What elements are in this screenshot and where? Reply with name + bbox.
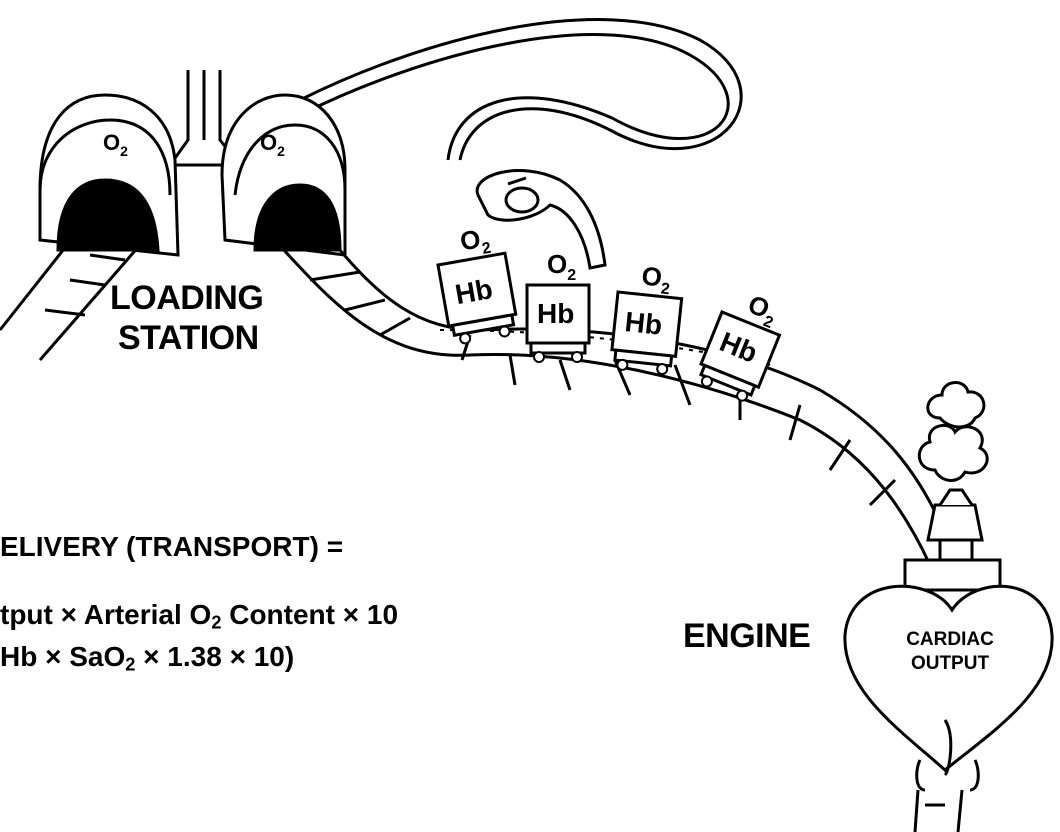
steam-icon [919,383,987,481]
heart-line1: CARDIAC [880,628,1020,652]
car-cargo-label: O2 [458,222,493,262]
car-hb-label: Hb [623,306,663,341]
fuel-hose [300,20,741,160]
lung-left [40,95,178,255]
formula-line2: tput × Arterial O2 Content × 10 [0,598,398,640]
car-cargo-label: O2 [640,260,673,298]
formula-line1: ELIVERY (TRANSPORT) = [0,530,398,564]
formula-line3: Hb × SaO2 × 1.38 × 10) [0,640,398,682]
engine-label: ENGINE [683,616,810,656]
loading-station-line2: STATION [110,318,263,358]
delivery-formula: ELIVERY (TRANSPORT) = tput × Arterial O2… [0,530,398,681]
smoke-stack [928,490,982,565]
lung-right [222,95,345,255]
car-hb-label: Hb [537,298,574,329]
car-hb-label: Hb [453,273,495,310]
loading-station-line1: LOADING [110,278,263,318]
loading-station-label: LOADING STATION [110,278,263,358]
car-cargo-label: O2 [547,249,576,284]
main-track [270,235,950,565]
heart-line2: OUTPUT [880,652,1020,676]
cardiac-output-label: CARDIAC OUTPUT [880,628,1020,676]
heart-engine [845,560,1052,832]
